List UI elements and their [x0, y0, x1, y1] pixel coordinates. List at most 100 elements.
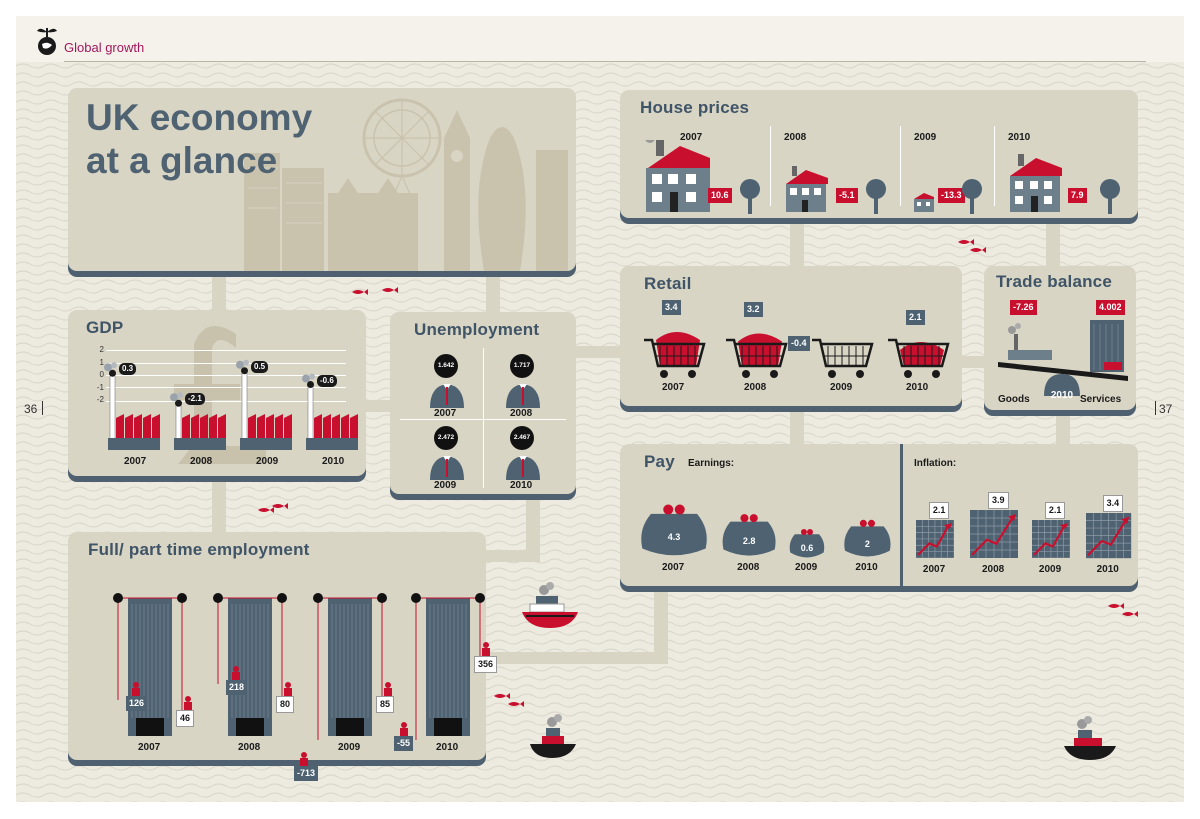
worker-head [385, 682, 391, 688]
inflation-value-tag: 2.1 [928, 502, 950, 520]
fish-icon [258, 239, 1138, 707]
house-divider [900, 126, 901, 206]
pay-title: Pay [644, 452, 675, 471]
tower-door [136, 718, 164, 736]
services-value-tag: 4.002 [1096, 300, 1125, 315]
pipe-unemployment-retail [576, 346, 622, 358]
unemployment-value: 1.717 [510, 354, 534, 378]
gdp-axis-tick: -1 [96, 382, 104, 392]
pipe-employment-pay-v [654, 582, 668, 664]
factory-roof [314, 414, 322, 438]
page-header [16, 16, 1184, 62]
house-divider [770, 126, 771, 206]
person-icon [430, 384, 464, 408]
cart-wheel [770, 370, 778, 378]
unemployment-value: 2.467 [510, 426, 534, 450]
earnings-year: 2008 [737, 562, 760, 573]
tug-boat-icon [530, 714, 576, 758]
tie [446, 459, 448, 477]
factory-roof [182, 414, 190, 438]
part-time-value: 85 [376, 696, 395, 713]
pipe-retail-trade [962, 356, 986, 368]
trend-line [1033, 526, 1065, 556]
cart-wheel [660, 370, 668, 378]
chimney-top [307, 381, 314, 388]
gdp-axis-tick: -2 [96, 395, 104, 404]
house-prices-panel: House prices 2007 2008 2009 2010 10.6 -5… [620, 90, 1138, 218]
gdp-year-label: 2008 [190, 456, 213, 467]
gdp-value-tag: -2.1 [185, 393, 205, 406]
house-price-tag: 7.9 [1068, 188, 1087, 203]
pulley-wheel [177, 593, 187, 603]
person-icon [430, 456, 464, 480]
ferry-icon [522, 582, 578, 628]
pulley-wheel [277, 593, 287, 603]
factory-roof [152, 414, 160, 438]
title-panel: UK economy at a glance [68, 88, 576, 271]
pipe-title-unemployment [486, 272, 500, 312]
smoke [236, 360, 244, 369]
factory-roof [350, 414, 358, 438]
factory-roof [248, 414, 256, 438]
smoke [309, 373, 315, 380]
worker-body [232, 672, 240, 680]
services-label: Services [1080, 394, 1122, 405]
globe-tree-icon [37, 28, 57, 55]
pipe-gdp-employment [212, 476, 226, 536]
goods-label: Goods [998, 394, 1030, 405]
house-year-label: 2010 [1008, 132, 1031, 143]
office-tower-icon [113, 593, 187, 736]
tree-icon [740, 179, 760, 214]
worker-icon [384, 682, 392, 696]
factory-roof [200, 414, 208, 438]
pulley-wheel [313, 593, 323, 603]
employment-year: 2010 [436, 742, 459, 753]
retail-value-tag: 2.1 [906, 309, 925, 325]
purse-clasp [867, 519, 876, 527]
inflation-year: 2010 [1096, 564, 1119, 575]
worker-head [285, 682, 291, 688]
page-number-left: 36 [24, 402, 38, 416]
factory-icon [170, 392, 226, 450]
smoke [243, 359, 249, 366]
purse-body [844, 526, 891, 557]
house-price-tag: -5.1 [836, 188, 858, 203]
goods-value-tag: -7.26 [1010, 300, 1037, 315]
inflation-year: 2007 [922, 564, 946, 575]
unemployment-year: 2008 [510, 408, 533, 419]
smoke [111, 362, 117, 369]
gdp-axis-tick: 2 [99, 345, 104, 354]
rising-chart-icon [916, 520, 954, 558]
decorations-layer [258, 239, 1138, 760]
tower-door [434, 718, 462, 736]
factory-roof [275, 414, 283, 438]
retail-year: 2010 [906, 382, 929, 393]
gdp-grid [106, 350, 346, 402]
retail-year: 2009 [830, 382, 853, 393]
pipe-trade-pay [1056, 412, 1070, 446]
unemployment-value: 1.642 [434, 354, 458, 378]
factory-base [240, 438, 292, 450]
gdp-year-label: 2007 [124, 456, 147, 467]
rising-chart-icon [970, 510, 1018, 558]
tree-icon [866, 179, 886, 214]
tie [522, 459, 524, 477]
factory-icon [104, 362, 160, 450]
unemployment-year: 2009 [434, 480, 457, 491]
gdp-axis-ticks: 2 1 0 -1 -2 [82, 344, 104, 407]
earnings-year: 2010 [855, 562, 878, 573]
tug-boat-icon [1064, 716, 1116, 760]
worker-head [483, 642, 489, 648]
smoke [170, 393, 178, 402]
